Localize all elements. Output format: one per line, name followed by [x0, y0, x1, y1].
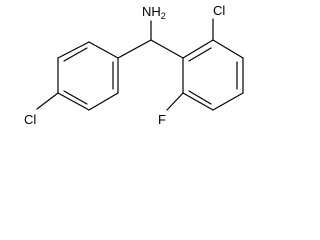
ring-bond — [182, 92, 214, 111]
chlorine-label-left: Cl — [24, 112, 36, 127]
ring-double-bond — [63, 47, 88, 62]
ring-double-bond — [63, 90, 88, 105]
ring-to-methine-bond — [117, 39, 152, 59]
c-cl-bond-left — [36, 92, 59, 110]
ring-double-bond — [188, 47, 212, 62]
chlorofluorophenyl-ring — [182, 39, 244, 111]
ring-bond — [88, 92, 119, 111]
ring-double-bond — [188, 90, 212, 105]
ring-bond — [212, 39, 244, 59]
chlorine-label-top-right: Cl — [213, 3, 225, 18]
c-f-bond — [166, 92, 184, 111]
methine-to-ring-bond — [150, 39, 184, 59]
molecule-canvas: NH2 Cl Cl F — [0, 0, 259, 136]
amine-label: NH2 — [142, 4, 166, 21]
ring-bond — [57, 92, 90, 111]
chlorophenyl-ring — [57, 41, 119, 111]
ring-bond — [88, 41, 119, 59]
ring-bond — [57, 41, 90, 59]
structure-drawing: NH2 Cl Cl F — [24, 3, 244, 127]
ring-bond — [182, 39, 214, 59]
fluorine-label: F — [158, 112, 166, 127]
ring-bond — [212, 92, 244, 111]
